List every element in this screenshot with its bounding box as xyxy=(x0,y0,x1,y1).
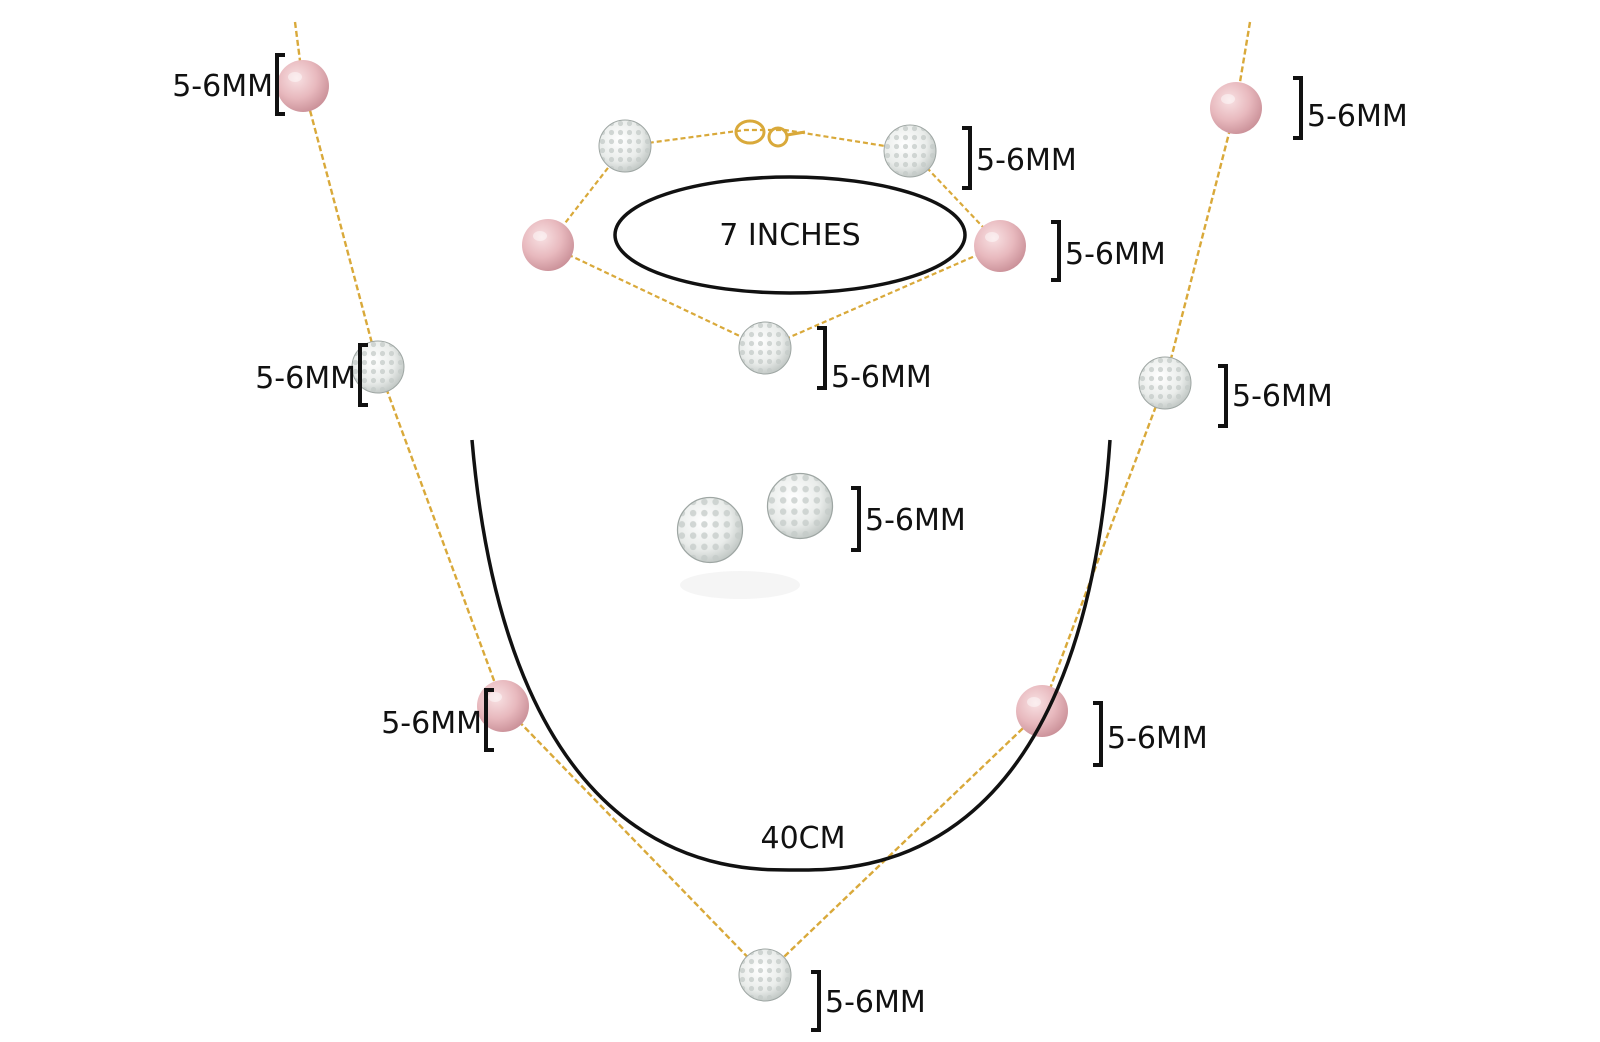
size-label: 5-6MM xyxy=(1307,99,1408,134)
bracelet-crystal-bead xyxy=(883,124,937,178)
necklace-pearl-bead xyxy=(1016,685,1068,737)
bracelet-length-ellipse xyxy=(613,175,967,295)
bracelet-pearl-bead xyxy=(522,219,574,271)
necklace-crystal-bead xyxy=(1138,356,1192,410)
bracelet-crystal-bead xyxy=(738,321,792,375)
necklace-pearl-bead xyxy=(1210,82,1262,134)
size-label: 5-6MM xyxy=(1065,237,1166,272)
size-label: 5-6MM xyxy=(1232,379,1333,414)
size-label: 5-6MM xyxy=(825,985,926,1020)
earrings xyxy=(676,472,834,599)
necklace-crystal-bead xyxy=(738,948,792,1002)
bracelet: 7 INCHES xyxy=(522,119,1026,375)
size-label: 5-6MM xyxy=(865,503,966,538)
size-labels: 5-6MM 5-6MM 5-6MM 5-6MM 5-6MM 5-6MM 5-6M… xyxy=(172,69,1408,1020)
size-label: 5-6MM xyxy=(976,143,1077,178)
earring-crystal-bead xyxy=(766,472,834,540)
necklace-chain-left xyxy=(293,21,766,976)
necklace-length-label: 40CM xyxy=(760,821,845,856)
necklace-beads xyxy=(277,60,1262,1002)
bracelet-crystal-bead xyxy=(598,119,652,173)
bracelet-clasp xyxy=(734,119,806,148)
size-brackets xyxy=(275,53,1303,1032)
bracelet-length-label: 7 INCHES xyxy=(719,218,860,253)
size-label: 5-6MM xyxy=(1107,721,1208,756)
size-label: 5-6MM xyxy=(255,361,356,396)
size-label: 5-6MM xyxy=(831,360,932,395)
necklace-pearl-bead xyxy=(277,60,329,112)
earring-crystal-bead xyxy=(676,496,744,564)
bracelet-chain xyxy=(546,128,1002,350)
necklace-length-arc xyxy=(470,439,1112,872)
size-label: 5-6MM xyxy=(381,706,482,741)
size-label: 5-6MM xyxy=(172,69,273,104)
bracelet-pearl-bead xyxy=(974,220,1026,272)
